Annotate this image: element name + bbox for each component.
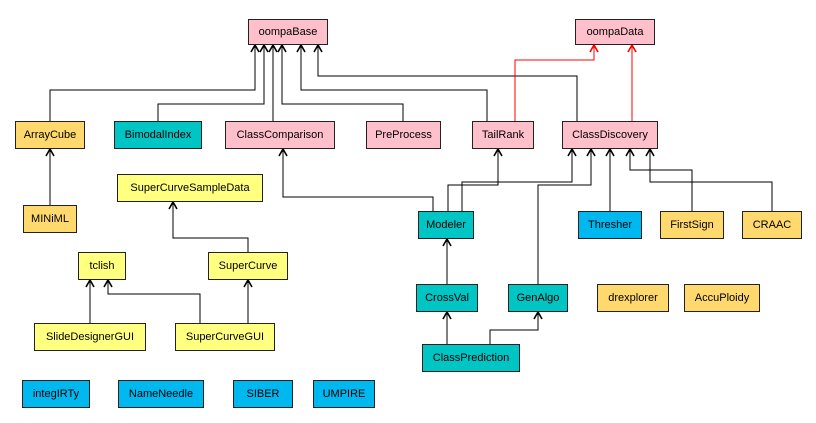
node-oompadata[interactable]: oompaData (575, 19, 655, 45)
node-arraycube[interactable]: ArrayCube (15, 121, 85, 149)
arrowhead-supercurvegui-to-supercurve (243, 278, 253, 288)
node-umpire[interactable]: UMPIRE (313, 380, 375, 408)
node-supercurvegui[interactable]: SuperCurveGUI (175, 323, 275, 351)
node-classdiscovery[interactable]: ClassDiscovery (562, 121, 658, 149)
node-tailrank[interactable]: TailRank (472, 121, 534, 149)
node-nameneedle[interactable]: NameNeedle (118, 380, 204, 408)
edge-supercurvegui-to-tclish (107, 280, 201, 323)
arrowhead-classprediction-to-genalgo (533, 310, 543, 320)
arrowhead-classdiscovery-to-oompadata (627, 43, 637, 53)
node-classcomparison[interactable]: ClassComparison (225, 121, 335, 149)
arrowhead-genalgo-to-classdiscovery (586, 147, 596, 157)
node-crossval[interactable]: CrossVal (416, 284, 478, 312)
arrowhead-supercurvegui-to-tclish (103, 278, 113, 288)
arrowhead-tailrank-to-oompadata (589, 43, 599, 53)
arrowhead-classprediction-to-crossval (442, 310, 452, 320)
edge-modeler-to-classdiscovery (461, 149, 573, 211)
edge-preprocess-to-oompabase (281, 45, 404, 121)
node-drexplorer[interactable]: drexplorer (597, 284, 669, 312)
node-slidedesignergui[interactable]: SlideDesignerGUI (34, 323, 146, 351)
arrowhead-miniml-to-arraycube (45, 147, 55, 157)
arrowhead-preprocess-to-oompabase (277, 43, 287, 53)
node-craac[interactable]: CRAAC (742, 211, 802, 239)
edge-classprediction-to-genalgo (489, 312, 539, 344)
node-firstsign[interactable]: FirstSign (660, 211, 724, 239)
node-supercurvesampledata[interactable]: SuperCurveSampleData (117, 174, 263, 202)
node-bimodalindex[interactable]: BimodalIndex (114, 121, 202, 149)
arrowhead-arraycube-to-oompabase (250, 43, 260, 53)
edge-bimodalindex-to-oompabase (157, 45, 265, 121)
node-genalgo[interactable]: GenAlgo (508, 284, 568, 312)
arrowhead-crossval-to-modeler (442, 237, 452, 247)
node-miniml[interactable]: MINiML (23, 205, 77, 233)
edge-tailrank-to-oompabase (300, 45, 488, 121)
arrowhead-tailrank-to-oompabase (296, 43, 306, 53)
node-accuploidy[interactable]: AccuPloidy (684, 284, 760, 312)
edge-modeler-to-classcomparison (282, 149, 434, 211)
node-siber[interactable]: SIBER (233, 380, 293, 408)
edge-craac-to-classdiscovery (649, 149, 773, 211)
arrowhead-slidedesignergui-to-tclish (85, 278, 95, 288)
edge-supercurve-to-supercurvesampledata (172, 202, 249, 252)
edge-tailrank-to-oompadata (514, 45, 595, 121)
edge-classdiscovery-to-oompabase (317, 45, 578, 121)
node-integirty[interactable]: integIRTy (22, 380, 90, 408)
node-oompabase[interactable]: oompaBase (248, 19, 328, 45)
arrowhead-classcomparison-to-oompabase (268, 43, 278, 53)
node-tclish[interactable]: tclish (78, 252, 126, 280)
edge-modeler-to-tailrank (447, 149, 499, 211)
edge-arraycube-to-oompabase (49, 45, 256, 121)
node-classprediction[interactable]: ClassPrediction (422, 344, 520, 372)
arrowhead-bimodalindex-to-oompabase (259, 43, 269, 53)
arrowhead-classdiscovery-to-oompabase (313, 43, 323, 53)
arrowhead-supercurve-to-supercurvesampledata (168, 200, 178, 210)
node-supercurve[interactable]: SuperCurve (208, 252, 288, 280)
node-thresher[interactable]: Thresher (578, 211, 642, 239)
node-modeler[interactable]: Modeler (418, 211, 474, 239)
arrowhead-thresher-to-classdiscovery (605, 147, 615, 157)
edge-genalgo-to-classdiscovery (537, 149, 592, 284)
arrowhead-modeler-to-classcomparison (278, 147, 288, 157)
arrowhead-craac-to-classdiscovery (645, 147, 655, 157)
node-preprocess[interactable]: PreProcess (366, 121, 441, 149)
arrowhead-modeler-to-tailrank (493, 147, 503, 157)
arrowhead-firstsign-to-classdiscovery (625, 147, 635, 157)
arrowhead-modeler-to-classdiscovery (567, 147, 577, 157)
edge-firstsign-to-classdiscovery (629, 149, 693, 211)
